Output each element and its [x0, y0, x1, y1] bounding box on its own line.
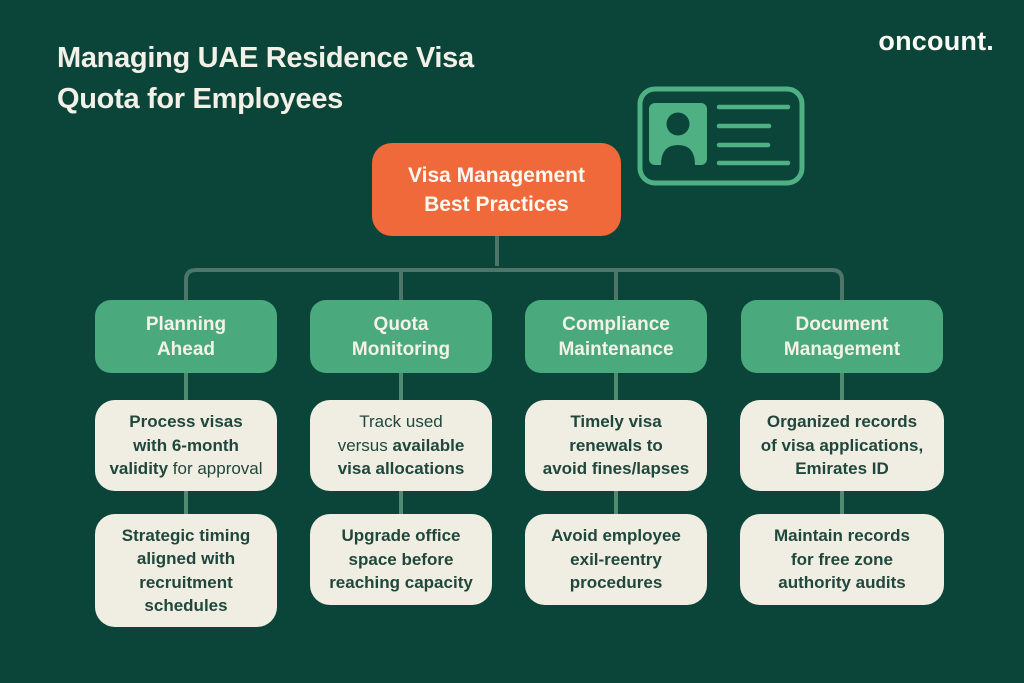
id-card-icon: [637, 86, 805, 186]
brand-logo: oncount.: [878, 26, 994, 56]
